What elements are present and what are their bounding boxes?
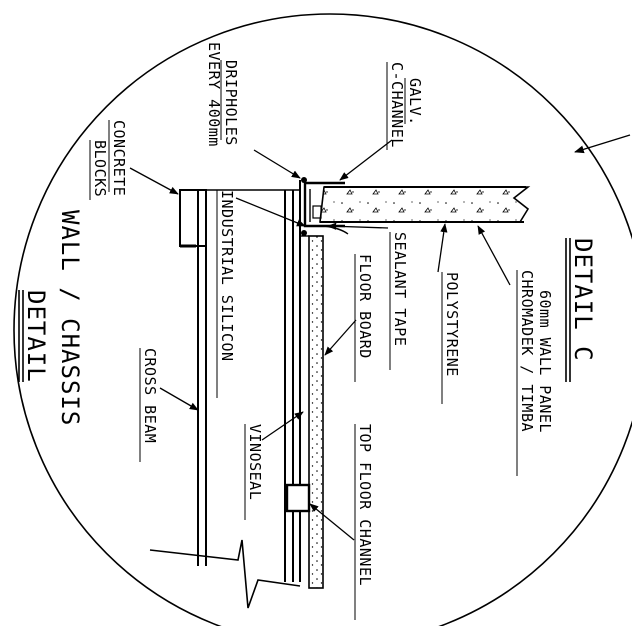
label-galv: GALV.	[406, 78, 424, 126]
detail-subtitle-line2: CHROMADEK / TIMBA	[518, 270, 536, 432]
label-vinoseal: VINOSEAL	[246, 424, 264, 500]
label-dripholes: DRIPHOLES	[222, 60, 240, 146]
floor-board-leader	[324, 319, 357, 356]
concrete-leader	[129, 167, 179, 195]
label-every-400mm: EVERY 400mm	[205, 42, 223, 147]
concrete-block	[179, 189, 207, 247]
dripholes-leader	[253, 149, 301, 179]
cross-beam-leader	[159, 387, 199, 411]
label-industrial-silicon: INDUSTRIAL SILICON	[218, 190, 236, 362]
detail-boundary-circle	[13, 13, 632, 626]
industrial-silicon-leader	[235, 197, 306, 227]
floor-board	[308, 235, 324, 589]
galv-leader	[339, 139, 393, 181]
vinoseal-leader	[261, 411, 304, 441]
label-sealant-tape: SEALANT TAPE	[391, 232, 409, 346]
wall-panel	[319, 186, 531, 223]
label-concrete: CONCRETE	[110, 120, 128, 196]
detail-reference-arrow	[574, 134, 631, 154]
label-blocks: BLOCKS	[91, 140, 109, 197]
chromadek-leader	[477, 225, 511, 286]
detail-title: DETAIL C	[569, 238, 597, 362]
top-floor-channel	[285, 483, 311, 513]
label-top-floor-channel: TOP FLOOR CHANNEL	[356, 424, 374, 586]
side-title-line1: WALL / CHASSIS	[56, 210, 84, 426]
detail-subtitle-line1: 60mm WALL PANEL	[536, 290, 554, 433]
label-c-channel: C-CHANNEL	[388, 62, 406, 148]
label-floor-board: FLOOR BOARD	[356, 254, 374, 359]
label-polystyrene: POLYSTYRENE	[443, 272, 461, 377]
label-cross-beam: CROSS BEAM	[141, 348, 159, 443]
side-title-line2: DETAIL	[22, 290, 50, 383]
break-line	[149, 539, 301, 609]
polystyrene-leader	[437, 223, 448, 273]
sealant-leader	[327, 222, 389, 230]
top-floor-channel-leader	[309, 503, 355, 541]
